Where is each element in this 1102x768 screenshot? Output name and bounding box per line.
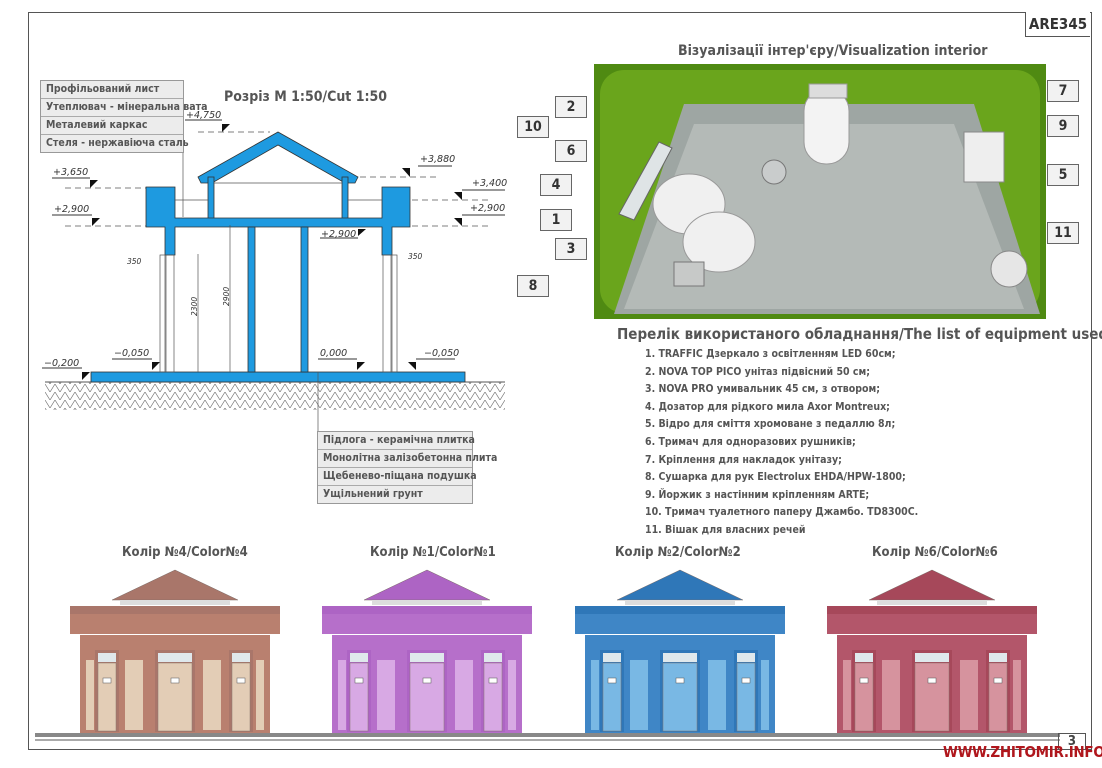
pavilion-door (483, 662, 503, 732)
pavilion-title-color6: Колір №6/Color№6 (872, 545, 998, 560)
building-section (90, 131, 466, 383)
callout-11: 11 (1047, 222, 1079, 244)
level-ceiling: +2,900 (321, 229, 356, 240)
watermark: WWW.ZHITOMIR.INFO (943, 743, 1102, 761)
pavilion-roof (616, 569, 744, 601)
pavilion-2 (322, 569, 532, 733)
callout-5: 5 (1047, 164, 1079, 186)
level-peak: +4,750 (186, 110, 221, 121)
equipment-title: Перелік використаного обладнання/The lis… (617, 325, 1102, 343)
pavilion-door (349, 662, 369, 732)
hanger (963, 131, 1005, 183)
equipment-item: 3. NOVA PRO умивальник 45 см, з отвором; (645, 383, 880, 396)
level-left-top: +3,650 (53, 167, 88, 178)
page-number: 3 (1058, 733, 1086, 749)
equipment-item: 6. Тримач для одноразових рушників; (645, 435, 856, 448)
legend-item: Монолітна залізобетонна плита (318, 450, 497, 468)
callout-10: 10 (517, 116, 549, 138)
pavilion-door (914, 662, 950, 732)
sheet-frame (28, 12, 1092, 750)
pavilion-roof (363, 569, 491, 601)
callout-9: 9 (1047, 115, 1079, 137)
callout-3: 3 (555, 238, 587, 260)
level-right-top: +3,880 (420, 154, 455, 165)
callout-8: 8 (517, 275, 549, 297)
pavilion-3 (575, 569, 785, 733)
pavilion-title-color1: Колір №1/Color№1 (370, 545, 496, 560)
pavilion-1 (70, 569, 280, 733)
dim-room-height: 2900 (222, 287, 231, 306)
pavilion-roof (868, 569, 996, 601)
dim-right-overhang: 350 (408, 252, 423, 261)
legend-item: Стеля - нержавіюча сталь (46, 137, 189, 149)
equipment-item: 5. Відро для сміття хромоване з педаллю … (645, 418, 896, 431)
floor-layers-legend: Підлога - керамічна плитка Монолітна зал… (317, 431, 497, 504)
pavilion-title-color4: Колір №4/Color№4 (122, 545, 248, 560)
pavilion-title-color2: Колір №2/Color№2 (615, 545, 741, 560)
legend-item: Металевий каркас (41, 117, 183, 135)
equipment-item: 9. Йоржик з настінним кріпленням ARTE; (645, 488, 870, 501)
pavilion-door (231, 662, 251, 732)
section-lines (159, 80, 398, 432)
legend-item: Ущільнений грунт (323, 488, 423, 500)
sheet-code: ARE345 (1025, 12, 1090, 37)
equipment-item: 8. Сушарка для рук Electrolux EHDA/HPW-1… (645, 471, 906, 484)
equipment-item: 4. Дозатор для рідкого мила Axor Montreu… (645, 400, 890, 413)
level-right-mid1: +3,400 (472, 178, 507, 189)
roof-layers-legend: Профільований лист Утеплювач - мінеральн… (40, 80, 207, 153)
callout-2: 2 (555, 96, 587, 118)
callout-7: 7 (1047, 80, 1079, 102)
legend-item: Щебенево-піщана подушка (318, 468, 477, 486)
pavilion-door (988, 662, 1008, 732)
level-left-floor: −0,050 (114, 348, 149, 359)
pavilion-door (97, 662, 117, 732)
equipment-item: 2. NOVA TOP PICO унітаз підвісний 50 см; (645, 365, 870, 378)
equipment-item: 1. TRAFFIC Дзеркало з освітленням LED 60… (645, 348, 896, 360)
pavilion-door (157, 662, 193, 732)
trash-bin (761, 159, 787, 185)
pavilions-row (35, 569, 1060, 741)
legend-item: Профільований лист (41, 81, 183, 99)
level-floor: 0,000 (320, 348, 347, 359)
section-title: Розріз М 1:50/Cut 1:50 (224, 89, 388, 105)
interior-render (594, 64, 1046, 319)
pavilion-roof (111, 569, 239, 601)
pavilion-door (409, 662, 445, 732)
pavilion-4 (827, 569, 1037, 733)
toilet (803, 88, 850, 165)
level-right-floor: −0,050 (424, 348, 459, 359)
pavilion-door (854, 662, 874, 732)
hand-dryer (673, 261, 705, 287)
callout-6: 6 (555, 140, 587, 162)
level-ground: −0,200 (44, 358, 79, 369)
level-right-mid2: +2,900 (470, 203, 505, 214)
legend-item: Підлога - керамічна плитка (318, 432, 475, 450)
interior-title: Візуалізації інтер'єру/Visualization int… (678, 43, 988, 59)
dim-door-height: 2300 (190, 297, 199, 316)
mirror (618, 141, 673, 221)
equipment-item: 11. Вішак для власних речей (645, 523, 806, 536)
callout-1: 1 (540, 209, 572, 231)
dim-left-overhang: 350 (127, 257, 142, 266)
equipment-item: 10. Тримач туалетного паперу Джамбо. TD8… (645, 506, 919, 519)
callout-4: 4 (540, 174, 572, 196)
legend-item: Утеплювач - мінеральна вата (41, 99, 207, 117)
level-lines (65, 131, 490, 227)
pavilion-door (602, 662, 622, 732)
equipment-item: 7. Кріплення для накладок унітазу; (645, 453, 842, 466)
level-left-mid: +2,900 (54, 204, 89, 215)
pavilion-door (662, 662, 698, 732)
pavilion-door (736, 662, 756, 732)
ground-hatch (45, 381, 505, 410)
equipment-list: 1. TRAFFIC Дзеркало з освітленням LED 60… (645, 346, 918, 540)
